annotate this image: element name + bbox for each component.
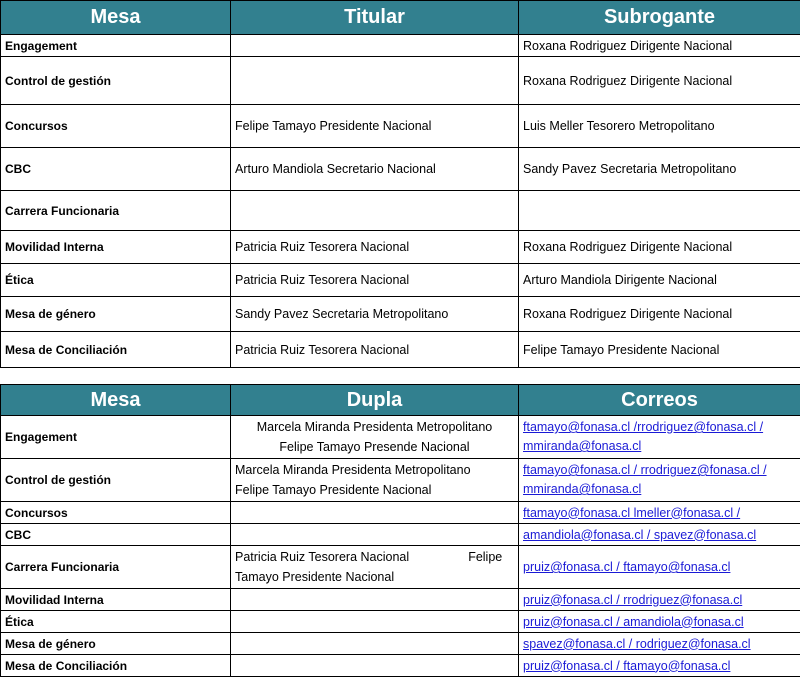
email-link[interactable]: pruiz@fonasa.cl / rrodriguez@fonasa.cl [523,592,743,607]
mesa-cell: Mesa de género [0,296,231,332]
header-subrogante: Subrogante [518,0,800,35]
correos-cell: pruiz@fonasa.cl / ftamayo@fonasa.cl [518,545,800,589]
email-link[interactable]: spavez@fonasa.cl / rodriguez@fonasa.cl [523,636,751,651]
correos-cell: ftamayo@fonasa.cl /rrodriguez@fonasa.cl … [518,415,800,459]
mesa-cell: Movilidad Interna [0,230,231,264]
mesa-cell: Concursos [0,501,231,524]
dupla-cell [230,632,519,655]
email-link[interactable]: ftamayo@fonasa.cl /rrodriguez@fonasa.cl … [523,420,764,434]
mesa-cell: Mesa de Conciliación [0,654,231,677]
correos-cell: pruiz@fonasa.cl / amandiola@fonasa.cl [518,610,800,633]
correos-cell: pruiz@fonasa.cl / rrodriguez@fonasa.cl [518,588,800,611]
titular-cell [230,190,519,231]
correos-cell: spavez@fonasa.cl / rodriguez@fonasa.cl [518,632,800,655]
header-mesa: Mesa [0,0,231,35]
dupla-line: Patricia Ruiz Tesorera Nacional Felipe [235,550,503,564]
header-mesa: Mesa [0,384,231,416]
table-row: Engagement Marcela Miranda Presidenta Me… [0,415,800,459]
email-link[interactable]: ftamayo@fonasa.cl / rrodriguez@fonasa.cl… [523,463,767,477]
table-row: Control de gestión Marcela Miranda Presi… [0,458,800,502]
subrogante-cell: Felipe Tamayo Presidente Nacional [518,331,800,368]
email-link[interactable]: amandiola@fonasa.cl / spavez@fonasa.cl [523,527,757,542]
table-row: Ética Patricia Ruiz Tesorera Nacional Ar… [0,263,800,297]
email-link[interactable]: pruiz@fonasa.cl / ftamayo@fonasa.cl [523,658,731,673]
mesa-cell: Ética [0,610,231,633]
titular-table: Mesa Titular Subrogante Engagement Roxan… [0,0,800,368]
mesa-cell: CBC [0,147,231,191]
table-row: Control de gestión Roxana Rodriguez Diri… [0,56,800,105]
mesa-cell: Control de gestión [0,56,231,105]
dupla-cell [230,501,519,524]
header-dupla: Dupla [230,384,519,416]
table-row: Mesa de Conciliación Patricia Ruiz Tesor… [0,331,800,368]
correos-cell: amandiola@fonasa.cl / spavez@fonasa.cl [518,523,800,546]
mesa-cell: Control de gestión [0,458,231,502]
mesa-cell: Mesa de género [0,632,231,655]
correos-cell: ftamayo@fonasa.cl lmeller@fonasa.cl / [518,501,800,524]
mesa-cell: Movilidad Interna [0,588,231,611]
header-correos: Correos [518,384,800,416]
table-row: Mesa de género spavez@fonasa.cl / rodrig… [0,632,800,655]
titular-cell: Patricia Ruiz Tesorera Nacional [230,230,519,264]
table-row: Mesa de Conciliación pruiz@fonasa.cl / f… [0,654,800,677]
email-link[interactable]: mmiranda@fonasa.cl [523,482,642,496]
table-row: Engagement Roxana Rodriguez Dirigente Na… [0,34,800,57]
mesa-cell: Carrera Funcionaria [0,190,231,231]
email-link[interactable]: ftamayo@fonasa.cl lmeller@fonasa.cl / [523,505,741,520]
table-row: CBC amandiola@fonasa.cl / spavez@fonasa.… [0,523,800,546]
titular-cell: Patricia Ruiz Tesorera Nacional [230,331,519,368]
table-row: Concursos Felipe Tamayo Presidente Nacio… [0,104,800,148]
table-row: Movilidad Interna pruiz@fonasa.cl / rrod… [0,588,800,611]
table-row: Ética pruiz@fonasa.cl / amandiola@fonasa… [0,610,800,633]
table-header-row: Mesa Titular Subrogante [0,0,800,35]
table-row: CBC Arturo Mandiola Secretario Nacional … [0,147,800,191]
dupla-line: Felipe Tamayo Presende Nacional [279,440,470,454]
dupla-cell [230,654,519,677]
titular-cell [230,56,519,105]
titular-cell: Sandy Pavez Secretaria Metropolitano [230,296,519,332]
email-link[interactable]: mmiranda@fonasa.cl [523,439,642,453]
mesa-cell: Carrera Funcionaria [0,545,231,589]
mesa-cell: Mesa de Conciliación [0,331,231,368]
mesa-cell: Ética [0,263,231,297]
dupla-line: Tamayo Presidente Nacional [235,570,395,584]
mesa-cell: Engagement [0,34,231,57]
table-row: Carrera Funcionaria [0,190,800,231]
dupla-table: Mesa Dupla Correos Engagement Marcela Mi… [0,384,800,677]
subrogante-cell: Roxana Rodriguez Dirigente Nacional [518,34,800,57]
subrogante-cell: Roxana Rodriguez Dirigente Nacional [518,296,800,332]
subrogante-cell: Roxana Rodriguez Dirigente Nacional [518,56,800,105]
table-row: Carrera Funcionaria Patricia Ruiz Tesore… [0,545,800,589]
mesa-cell: Engagement [0,415,231,459]
subrogante-cell: Roxana Rodriguez Dirigente Nacional [518,230,800,264]
dupla-cell [230,610,519,633]
email-link[interactable]: pruiz@fonasa.cl / ftamayo@fonasa.cl [523,560,731,574]
dupla-line: Felipe Tamayo Presidente Nacional [235,483,432,497]
correos-cell: ftamayo@fonasa.cl / rrodriguez@fonasa.cl… [518,458,800,502]
subrogante-cell: Luis Meller Tesorero Metropolitano [518,104,800,148]
titular-cell: Patricia Ruiz Tesorera Nacional [230,263,519,297]
table-row: Movilidad Interna Patricia Ruiz Tesorera… [0,230,800,264]
email-link[interactable]: pruiz@fonasa.cl / amandiola@fonasa.cl [523,614,744,629]
table-row: Mesa de género Sandy Pavez Secretaria Me… [0,296,800,332]
correos-cell: pruiz@fonasa.cl / ftamayo@fonasa.cl [518,654,800,677]
table-row: Concursos ftamayo@fonasa.cl lmeller@fona… [0,501,800,524]
mesa-cell: Concursos [0,104,231,148]
titular-cell: Felipe Tamayo Presidente Nacional [230,104,519,148]
dupla-line: Marcela Miranda Presidenta Metropolitano [235,463,471,477]
titular-cell [230,34,519,57]
header-titular: Titular [230,0,519,35]
subrogante-cell: Sandy Pavez Secretaria Metropolitano [518,147,800,191]
table-header-row: Mesa Dupla Correos [0,384,800,416]
dupla-cell [230,523,519,546]
subrogante-cell [518,190,800,231]
subrogante-cell: Arturo Mandiola Dirigente Nacional [518,263,800,297]
mesa-cell: CBC [0,523,231,546]
dupla-cell [230,588,519,611]
dupla-cell: Marcela Miranda Presidenta Metropolitano… [230,458,519,502]
dupla-cell: Marcela Miranda Presidenta Metropolitano… [230,415,519,459]
dupla-line: Marcela Miranda Presidenta Metropolitano [256,420,493,434]
titular-cell: Arturo Mandiola Secretario Nacional [230,147,519,191]
